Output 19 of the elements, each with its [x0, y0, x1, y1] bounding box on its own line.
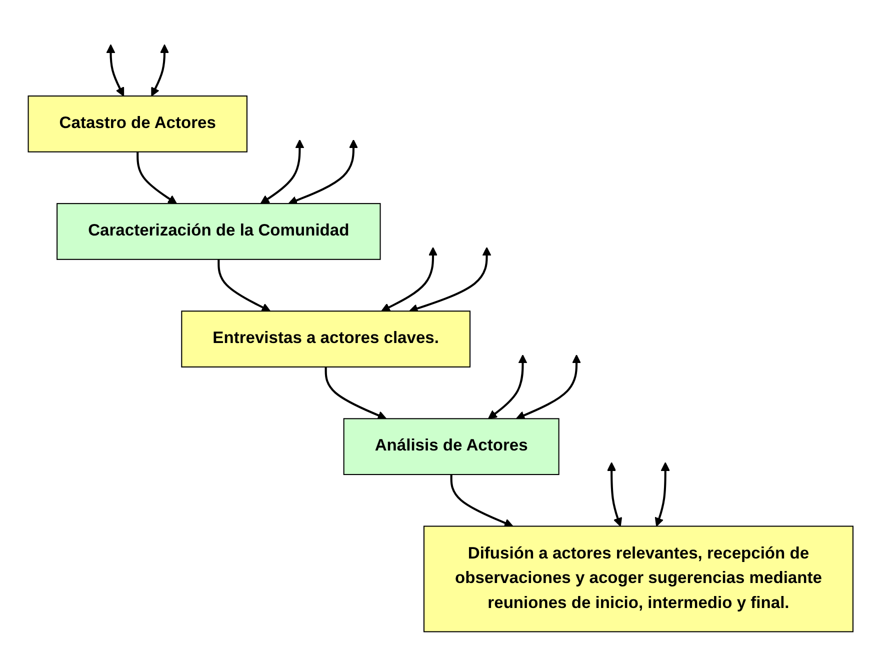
arrow	[151, 44, 169, 96]
node-box: Difusión a actores relevantes, recepción de observaciones y acoger sugerencias mediante reuniones de inicio, intermedio y final.	[423, 526, 854, 632]
arrow	[218, 259, 270, 312]
arrow	[488, 354, 528, 420]
arrow	[324, 366, 386, 420]
node-box: Entrevistas a actores claves.	[181, 310, 470, 368]
arrow	[654, 462, 670, 527]
node-box: Análisis de Actores	[343, 418, 560, 476]
node-box: Caracterización de la Comunidad	[56, 203, 381, 260]
node-box: Catastro de Actores	[28, 96, 248, 152]
arrow	[288, 139, 358, 205]
arrow	[106, 44, 124, 96]
arrow	[408, 247, 492, 313]
arrow	[516, 354, 581, 420]
arrow	[260, 139, 304, 204]
arrow	[450, 474, 514, 528]
arrow	[380, 247, 438, 312]
arrow	[606, 462, 622, 527]
arrow	[136, 152, 177, 204]
